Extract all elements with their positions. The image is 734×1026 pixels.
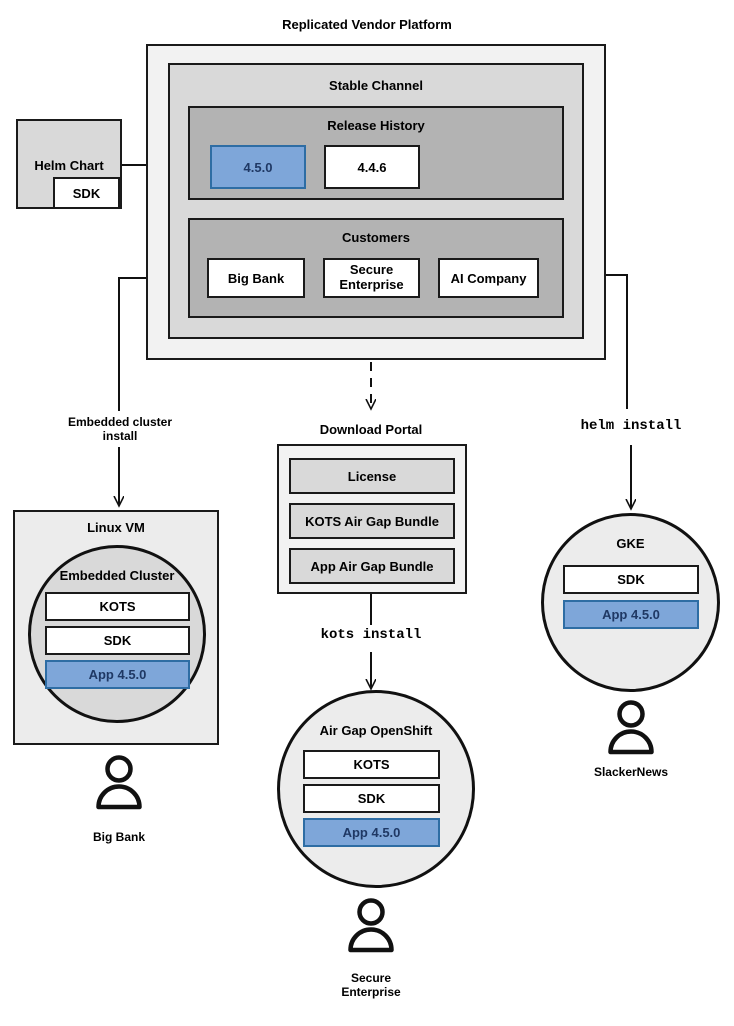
customer-ai-company[interactable]: AI Company — [438, 258, 539, 298]
user-icon-big-bank — [96, 755, 142, 810]
openshift-component-app-label: App 4.5.0 — [342, 825, 401, 840]
linux-vm-component-sdk-label: SDK — [103, 633, 132, 648]
gke-component-sdk[interactable]: SDK — [563, 565, 699, 594]
user-icon-slackernews — [608, 700, 654, 755]
linux-vm-component-app[interactable]: App 4.5.0 — [45, 660, 190, 689]
download-portal-item-license-label: License — [347, 468, 397, 484]
openshift-component-sdk[interactable]: SDK — [303, 784, 440, 813]
openshift-component-app[interactable]: App 4.5.0 — [303, 818, 440, 847]
gke-label: GKE — [616, 536, 645, 551]
user-label-slackernews: SlackerNews — [593, 765, 669, 779]
gke-component-sdk-label: SDK — [617, 572, 645, 587]
linux-vm-component-app-label: App 4.5.0 — [88, 667, 147, 682]
release-history-label: Release History — [327, 118, 425, 133]
download-portal-item-kots-air-gap-bundle[interactable]: KOTS Air Gap Bundle — [289, 503, 455, 539]
linux-vm-component-kots-label: KOTS — [99, 599, 136, 614]
helm-install-label: helm install — [580, 418, 682, 434]
kots-install-label: kots install — [320, 627, 422, 643]
linux-vm-component-sdk[interactable]: SDK — [45, 626, 190, 655]
user-label-big-bank: Big Bank — [92, 830, 145, 844]
embedded-cluster-install-label: Embedded cluster install — [67, 415, 173, 443]
helm-chart-sdk-box[interactable]: SDK — [53, 177, 120, 209]
customer-big-bank[interactable]: Big Bank — [207, 258, 305, 298]
customer-secure-enterprise[interactable]: Secure Enterprise — [323, 258, 420, 298]
embedded-cluster-label: Embedded Cluster — [59, 568, 175, 583]
release-4.4.6[interactable]: 4.4.6 — [324, 145, 420, 189]
gke-component-app-label: App 4.5.0 — [602, 607, 660, 622]
gke-component-app[interactable]: App 4.5.0 — [563, 600, 699, 629]
air-gap-openshift-label: Air Gap OpenShift — [319, 723, 433, 738]
release-4.5.0[interactable]: 4.5.0 — [210, 145, 306, 189]
customer-ai-company-label: AI Company — [450, 270, 527, 286]
customer-big-bank-label: Big Bank — [227, 270, 285, 286]
customer-secure-enterprise-label: Secure Enterprise — [339, 262, 404, 292]
download-portal-item-license[interactable]: License — [289, 458, 455, 494]
stable-channel-label: Stable Channel — [329, 78, 423, 93]
helm-chart-label: Helm Chart — [34, 158, 104, 173]
openshift-component-kots-label: KOTS — [353, 757, 390, 772]
download-portal-item-app-air-gap-bundle-label: App Air Gap Bundle — [310, 558, 434, 574]
download-portal-title: Download Portal — [319, 422, 423, 437]
user-icon-secure-enterprise — [348, 898, 394, 953]
openshift-component-sdk-label: SDK — [357, 791, 386, 806]
download-portal-item-kots-air-gap-bundle-label: KOTS Air Gap Bundle — [305, 513, 439, 529]
linux-vm-label: Linux VM — [87, 520, 145, 535]
helm-chart-sdk-label: SDK — [72, 185, 101, 201]
user-label-secure-enterprise: Secure Enterprise — [341, 971, 401, 999]
page-title: Replicated Vendor Platform — [282, 17, 452, 32]
linux-vm-component-kots[interactable]: KOTS — [45, 592, 190, 621]
openshift-component-kots[interactable]: KOTS — [303, 750, 440, 779]
customers-label: Customers — [342, 230, 410, 245]
download-portal-item-app-air-gap-bundle[interactable]: App Air Gap Bundle — [289, 548, 455, 584]
